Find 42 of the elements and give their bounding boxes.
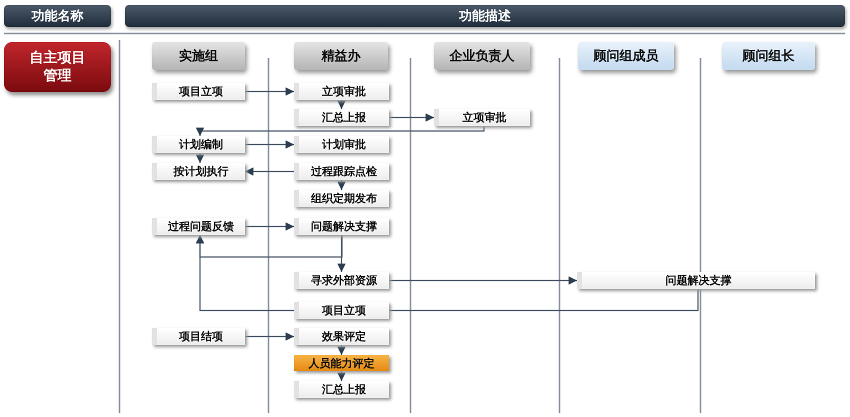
arrow (196, 153, 204, 163)
lane-header: 精益办 (294, 42, 388, 70)
arrow (337, 235, 346, 272)
arrow (389, 113, 434, 122)
process-box: 效果评定 (294, 328, 389, 345)
arrow (245, 332, 294, 341)
lane-header: 实施组 (152, 42, 245, 70)
process-box: 汇总上报 (294, 109, 389, 126)
process-box: 计划编制 (152, 136, 245, 153)
function-name-box: 自主项目管理 (4, 42, 111, 92)
arrow (337, 180, 346, 190)
arrow (337, 345, 346, 355)
arrow (337, 100, 346, 109)
process-box: 项目立项 (294, 302, 389, 319)
lane-header: 企业负责人 (434, 42, 530, 70)
process-box: 立项审批 (294, 83, 389, 100)
connector-line (389, 289, 699, 312)
column-header: 功能名称 (4, 5, 111, 27)
arrow (196, 235, 294, 312)
process-box: 项目立项 (152, 83, 245, 100)
process-box: 项目结项 (152, 328, 245, 345)
process-box: 寻求外部资源 (294, 272, 389, 289)
lane-header: 顾问组长 (722, 42, 815, 70)
process-box: 按计划执行 (152, 163, 245, 180)
arrow (389, 276, 577, 285)
arrow (245, 167, 294, 176)
arrow (245, 87, 294, 96)
lane-header: 顾问组成员 (578, 42, 674, 70)
process-box: 过程问题反馈 (152, 218, 245, 235)
column-header: 功能描述 (125, 5, 845, 27)
process-box: 计划审批 (294, 136, 389, 153)
process-box: 立项审批 (434, 109, 530, 126)
arrow (245, 140, 294, 149)
highlighted-process-box: 人员能力评定 (294, 355, 389, 371)
arrow (196, 126, 485, 136)
process-box: 过程跟踪点检 (294, 163, 389, 180)
process-box: 问题解决支撑 (294, 218, 389, 235)
process-box: 组织定期发布 (294, 190, 389, 207)
process-box: 问题解决支撑 (577, 272, 815, 289)
arrow (337, 371, 346, 381)
process-box: 汇总上报 (294, 381, 389, 398)
arrow (245, 222, 294, 231)
